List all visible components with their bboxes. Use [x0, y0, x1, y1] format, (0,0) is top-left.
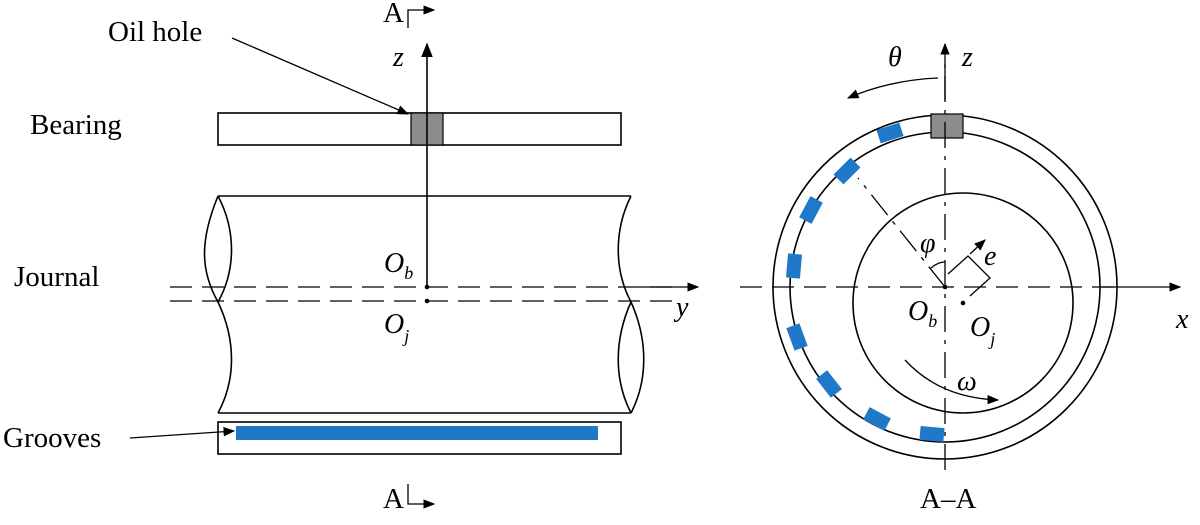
z-axis-label-left: z — [392, 42, 404, 73]
grooves-leader — [129, 427, 236, 439]
oil-hole-section — [930, 113, 964, 139]
phi-arc — [930, 261, 946, 269]
phi-label: φ — [920, 228, 936, 259]
journal-label: Journal — [14, 261, 99, 293]
bearing-bottom-strip — [217, 421, 622, 455]
ob-label-section: Ob — [908, 296, 937, 331]
section-title: A–A — [920, 483, 976, 515]
groove-segment — [876, 122, 904, 144]
side-view: A A Oil hole Bearing z Journal — [3, 0, 700, 515]
z-axis-label-section: z — [961, 42, 973, 73]
section-line-bottom — [407, 484, 436, 509]
groove-strip — [236, 426, 598, 440]
ob-label-left: Ob — [384, 248, 413, 283]
center-point-oj-section — [960, 300, 966, 306]
section-marker-top: A — [383, 0, 404, 29]
groove-segment — [919, 425, 945, 443]
omega-arc — [904, 359, 1000, 405]
omega-label: ω — [957, 366, 977, 397]
eccentricity-box — [947, 255, 991, 297]
section-view: z x θ φ e Ob Oj ω A–A — [740, 42, 1189, 515]
theta-arc — [846, 77, 939, 99]
oj-label-left: Oj — [384, 309, 409, 346]
grooves-label: Grooves — [3, 422, 101, 454]
center-point-ob-left — [424, 284, 430, 290]
e-label: e — [984, 241, 996, 272]
groove-segment — [785, 253, 803, 279]
oil-hole-leader — [231, 37, 410, 115]
bearing-label: Bearing — [30, 109, 122, 141]
center-point-ob-section — [942, 284, 948, 290]
journal-circle — [852, 192, 1074, 414]
groove-segment — [799, 196, 823, 224]
grooves-section — [785, 122, 945, 443]
section-line-top — [407, 5, 436, 28]
eccentricity-arrow — [969, 239, 986, 255]
oil-hole-label: Oil hole — [108, 16, 202, 48]
groove-segment — [833, 157, 861, 185]
groove-segment — [786, 323, 808, 351]
journal-shaft — [203, 195, 645, 414]
attitude-line — [857, 177, 946, 288]
groove-segment — [863, 407, 891, 431]
y-axis-label: y — [673, 292, 689, 323]
groove-segment — [816, 370, 842, 398]
oj-label-section: Oj — [970, 312, 995, 349]
theta-label: θ — [888, 42, 902, 73]
center-point-oj-left — [424, 298, 430, 304]
section-marker-bottom: A — [383, 483, 404, 515]
x-axis-label-section: x — [1175, 304, 1189, 335]
